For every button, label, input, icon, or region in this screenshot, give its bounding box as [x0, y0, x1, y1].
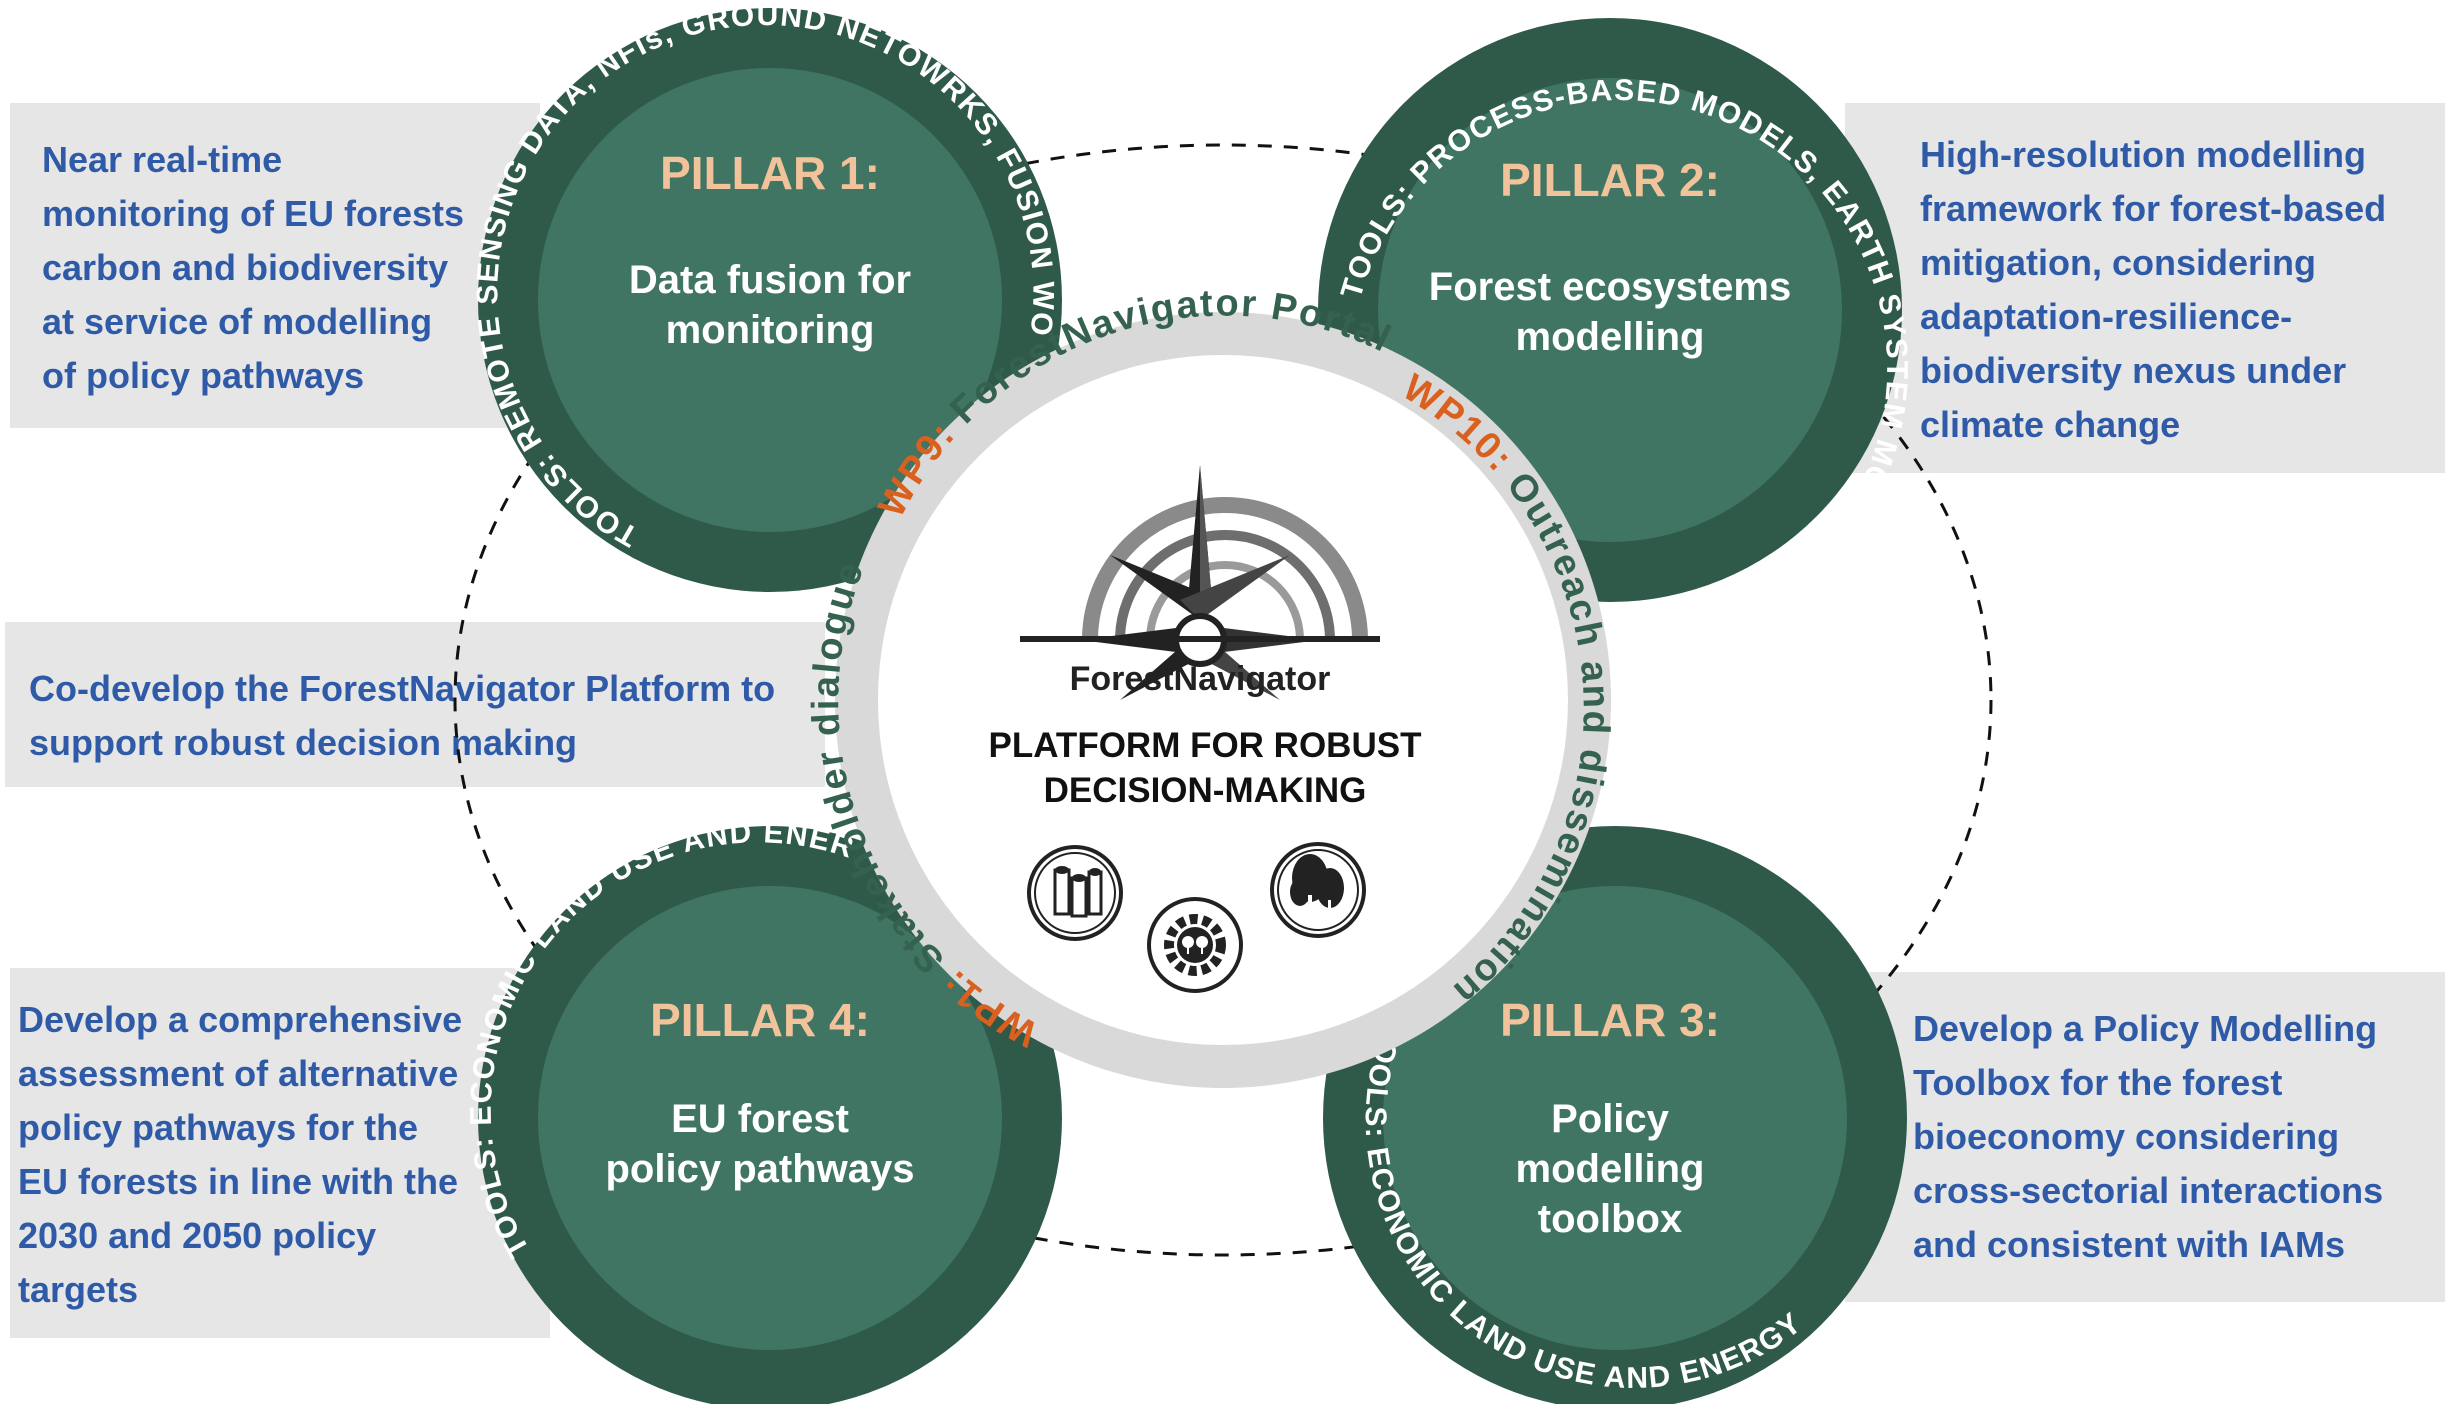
connection-dashed-ellipse [453, 143, 1993, 1257]
description-box-pillar-3: Develop a Policy Modelling Toolbox for t… [1845, 972, 2445, 1302]
platform-title-line-2: DECISION-MAKING [1044, 771, 1367, 810]
pillar-4-name-line-2: policy pathways [605, 1147, 915, 1191]
description-line: mitigation, considering [1920, 242, 2317, 283]
description-line: 2030 and 2050 policy [18, 1215, 377, 1256]
pillar-2-label: PILLAR 2: Forest ecosystems modelling [1410, 152, 1810, 362]
description-line: policy pathways for the [18, 1107, 419, 1148]
platform-title-line-1: PLATFORM FOR ROBUST [989, 726, 1422, 765]
description-line: Develop a comprehensive [18, 999, 463, 1040]
description-line: targets [18, 1269, 139, 1310]
description-box-pillar-1: Near real-time monitoring of EU forests … [10, 103, 540, 428]
timber-logs-icon [1027, 845, 1123, 941]
pillar-4-name-line-1: EU forest [671, 1097, 849, 1141]
forest-trees-icon [1270, 842, 1366, 938]
pillar-4-label: PILLAR 4: EU forest policy pathways [560, 992, 960, 1194]
description-line: Co-develop the ForestNavigator Platform … [29, 668, 776, 709]
description-line: cross-sectorial interactions [1913, 1170, 2384, 1211]
description-line: High-resolution modelling [1920, 134, 2366, 175]
description-line: Near real-time [42, 139, 283, 180]
description-line: bioeconomy considering [1913, 1116, 2340, 1157]
pillar-1-name-line-1: Data fusion for [628, 258, 912, 302]
pillar-3-name-line-2: modelling [1515, 1147, 1705, 1191]
description-line: biodiversity nexus under [1920, 350, 2347, 391]
description-line: climate change [1920, 404, 2181, 445]
description-box-pillar-2: High-resolution modelling framework for … [1845, 103, 2445, 473]
pillar-1-title: PILLAR 1: [660, 147, 880, 199]
compass-logo-icon [1020, 465, 1380, 700]
pillar-4-title: PILLAR 4: [650, 994, 870, 1046]
description-line: Develop a Policy Modelling [1913, 1008, 2378, 1049]
pillar-2-title: PILLAR 2: [1500, 154, 1720, 206]
pillar-2-name-line-1: Forest ecosystems [1428, 265, 1792, 309]
description-line: assessment of alternative [18, 1053, 459, 1094]
description-line: of policy pathways [42, 355, 365, 396]
description-box-pillar-4: Develop a comprehensive assessment of al… [10, 968, 550, 1338]
description-line: EU forests in line with the [18, 1161, 459, 1202]
brand-name: ForestNavigator [1070, 660, 1331, 698]
pillar-3-name-line-1: Policy [1551, 1097, 1669, 1141]
description-line: support robust decision making [29, 722, 578, 763]
pillar-3-title: PILLAR 3: [1500, 994, 1720, 1046]
pillar-3-label: PILLAR 3: Policy modelling toolbox [1410, 992, 1810, 1244]
description-line: framework for forest-based [1920, 188, 2387, 229]
description-line: and consistent with IAMs [1913, 1224, 2346, 1265]
description-line: Toolbox for the forest [1913, 1062, 2283, 1103]
gear-trees-icon [1147, 897, 1243, 993]
pillar-2-name-line-2: modelling [1515, 315, 1705, 359]
description-line: monitoring of EU forests [42, 193, 464, 234]
pillar-3-name-line-3: toolbox [1537, 1197, 1683, 1241]
description-box-platform: Co-develop the ForestNavigator Platform … [5, 622, 825, 787]
pillar-1-label: PILLAR 1: Data fusion for monitoring [570, 145, 970, 355]
description-line: adaptation-resilience- [1920, 296, 2293, 337]
pillar-1-name-line-2: monitoring [665, 308, 875, 352]
description-line: carbon and biodiversity [42, 247, 449, 288]
description-line: at service of modelling [42, 301, 433, 342]
